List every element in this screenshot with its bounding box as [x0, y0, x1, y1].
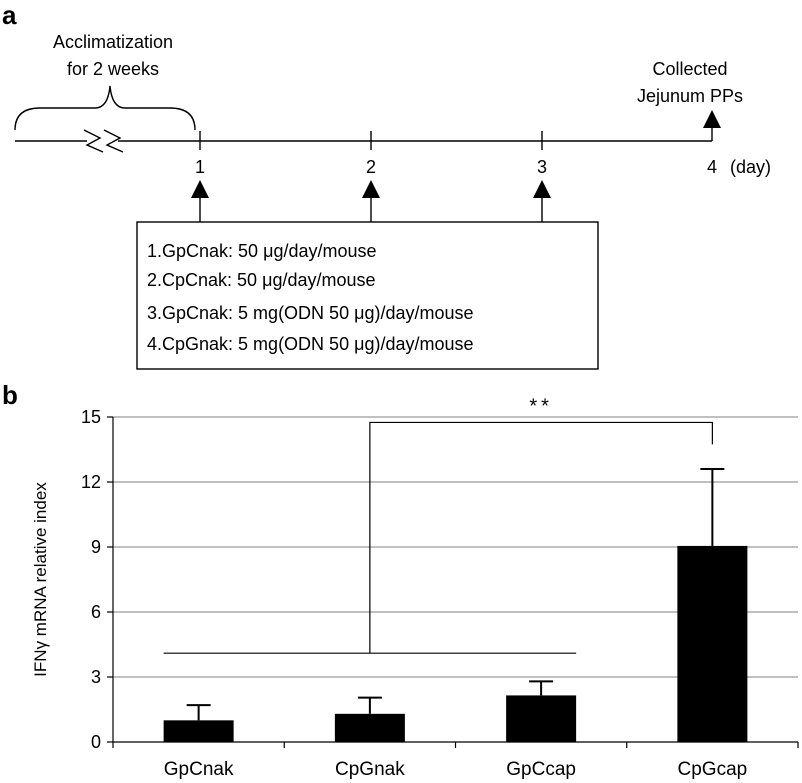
dose-arrow-icon-day2 — [362, 180, 380, 198]
timeline-break-mark-2 — [103, 129, 124, 153]
collected-label-line2: Jejunum PPs — [637, 86, 743, 106]
y-tick-label: 12 — [81, 472, 101, 492]
day-label-2: 2 — [366, 157, 376, 177]
y-tick-label: 9 — [91, 537, 101, 557]
day-label-4: 4 — [707, 157, 717, 177]
collected-label-line1: Collected — [652, 59, 727, 79]
dose-arrow-icon-day1 — [191, 180, 209, 198]
bar-gpccap — [506, 695, 577, 742]
y-tick-label: 15 — [81, 407, 101, 427]
acclimatization-label-line1: Acclimatization — [53, 32, 173, 52]
collection-arrow-icon — [703, 110, 721, 128]
bar-cpgcap — [677, 545, 748, 742]
treatment-box — [136, 221, 599, 370]
y-tick-label: 3 — [91, 667, 101, 687]
significance-marker: ** — [529, 395, 553, 417]
acclimatization-brace — [14, 85, 196, 131]
treatment-line-2: 2.CpCnak: 50 μg/day/mouse — [147, 270, 376, 290]
treatment-line-1: 1.GpCnak: 50 μg/day/mouse — [147, 241, 377, 261]
category-label: GpCcap — [506, 759, 576, 780]
category-label: CpGcap — [678, 759, 748, 780]
day-label-1: 1 — [195, 157, 205, 177]
bar-gpcnak — [163, 720, 234, 742]
y-tick-label: 0 — [91, 732, 101, 752]
day-label-3: 3 — [537, 157, 547, 177]
day-unit-label: (day) — [730, 157, 771, 177]
y-tick-label: 6 — [91, 602, 101, 622]
panel-b-label: b — [2, 380, 18, 410]
timeline-break-mark-1 — [83, 129, 104, 153]
panel-a-label: a — [2, 0, 17, 30]
treatment-line-3: 3.GpCnak: 5 mg(ODN 50 μg)/day/mouse — [147, 303, 474, 323]
treatment-line-4: 4.CpGnak: 5 mg(ODN 50 μg)/day/mouse — [147, 334, 474, 354]
category-label: CpGnak — [335, 759, 405, 780]
category-label: GpCnak — [164, 759, 234, 780]
y-axis-title: IFNγ mRNA relative index — [31, 482, 50, 677]
bar-cpgnak — [334, 713, 405, 742]
dose-arrow-icon-day3 — [533, 180, 551, 198]
significance-bracket — [369, 421, 713, 654]
acclimatization-label-line2: for 2 weeks — [67, 59, 159, 79]
